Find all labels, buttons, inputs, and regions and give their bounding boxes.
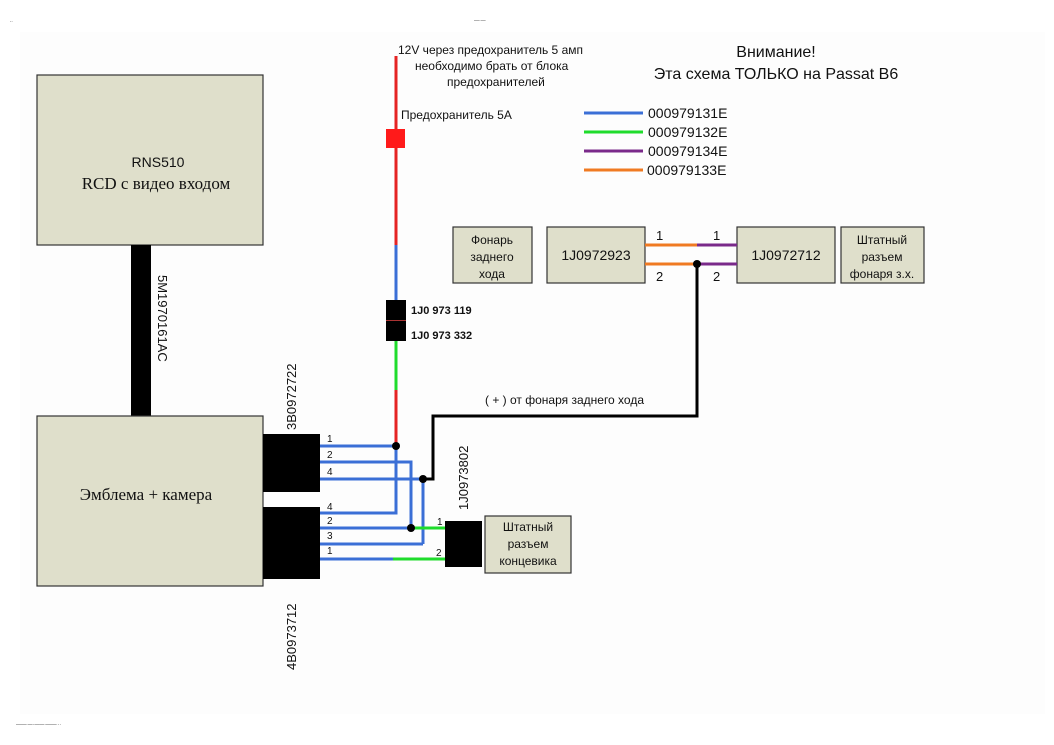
limit-switch-label-1: Штатный	[503, 520, 553, 534]
reverse-plus-label: ( + ) от фонаря заднего хода	[485, 393, 644, 407]
video-cable-label: 5M1970161AC	[155, 275, 170, 362]
switch-pin-1: 1	[437, 517, 443, 528]
head-unit-rns510: RNS510 RCD с видео входом	[36, 74, 264, 246]
harness-connector-box	[736, 226, 836, 284]
pin-bottom-4: 4	[327, 502, 333, 513]
camera-connector-bottom-label: 4B0973712	[284, 603, 299, 670]
notice-title: Внимание!	[736, 44, 815, 61]
connector-1j0973119	[386, 300, 406, 320]
harness-label-1: Штатный	[857, 233, 907, 247]
junction-lamp	[693, 260, 701, 268]
camera-connector-top-label: 3B0972722	[284, 363, 299, 430]
notice: Внимание! Эта схема ТОЛЬКО на Passat B6	[654, 44, 899, 83]
camera-label: Эмблема + камера	[80, 485, 213, 504]
switch-pin-2: 2	[436, 548, 442, 559]
connector-1j0973332	[386, 321, 406, 341]
power-note-line1: 12V через предохранитель 5 амп	[398, 43, 583, 57]
head-unit-description: RCD с видео входом	[82, 174, 231, 193]
power-note-line3: предохранителей	[447, 75, 545, 89]
pin-bottom-2: 2	[327, 516, 333, 527]
harness-label-2: разъем	[862, 250, 903, 264]
lamp-pin-right-2: 2	[713, 269, 720, 284]
camera-box	[36, 415, 264, 587]
pin-top-4: 4	[327, 467, 333, 478]
notice-subtitle: Эта схема ТОЛЬКО на Passat B6	[654, 66, 899, 83]
camera-emblem: Эмблема + камера	[36, 415, 264, 587]
lamp-pin-left-1: 1	[656, 228, 663, 243]
camera-connector-top	[263, 434, 320, 492]
power-note: 12V через предохранитель 5 амп необходим…	[398, 43, 583, 122]
reverse-lamp-box	[452, 226, 533, 284]
lamp-pin-right-1: 1	[713, 228, 720, 243]
limit-switch-connector-label: 1J0973802	[456, 446, 471, 510]
harness-label-3: фонаря з.х.	[850, 267, 914, 281]
connector-1j0973119-label: 1J0 973 119	[411, 305, 472, 317]
wire-legend: 000979131E 000979132E 000979134E 0009791…	[584, 105, 727, 178]
legend-label-blue: 000979131E	[648, 105, 727, 121]
reverse-lamp-label-3: хода	[479, 267, 505, 281]
video-cable	[131, 245, 151, 416]
legend-label-purple: 000979134E	[648, 143, 727, 159]
wire-reverse-plus	[423, 264, 699, 481]
harness-connector-label: 1J0972712	[751, 247, 821, 263]
lamp-connector-box	[546, 226, 646, 284]
limit-switch-box	[484, 515, 572, 574]
camera-connector-bottom	[263, 507, 320, 579]
power-note-line2: необходимо брать от блока	[415, 59, 569, 73]
wire-top-pin2	[320, 460, 413, 528]
pin-bottom-1: 1	[327, 546, 333, 557]
page-mark-top-center: —·—	[474, 18, 486, 24]
wire-bottom-pin4	[320, 446, 398, 515]
reverse-lamp-label-1: Фонарь	[471, 233, 513, 247]
page-mark-bottom-left: ——·—·——·——···	[16, 722, 61, 728]
fuse-5a	[386, 129, 405, 148]
pin-top-2: 2	[327, 450, 333, 461]
junction-switch	[407, 524, 415, 532]
harness-label-box	[840, 226, 925, 284]
connector-1j0973332-label: 1J0 973 332	[411, 330, 472, 342]
limit-switch-label-3: концевика	[499, 554, 557, 568]
lamp-connector-label: 1J0972923	[561, 247, 631, 263]
reverse-lamp-label-2: заднего	[470, 250, 514, 264]
pin-top-1: 1	[327, 434, 333, 445]
lamp-pin-left-2: 2	[656, 269, 663, 284]
fuse-label: Предохранитель 5А	[401, 108, 512, 122]
head-unit-box	[36, 74, 264, 246]
limit-switch-connector	[445, 521, 482, 567]
page-mark-top-left: ..	[10, 18, 13, 24]
pin-bottom-3: 3	[327, 531, 333, 542]
reverse-lamp: Фонарь заднего хода	[452, 226, 533, 284]
legend-label-green: 000979132E	[648, 124, 727, 140]
legend-label-orange: 000979133E	[647, 162, 726, 178]
head-unit-model: RNS510	[132, 154, 185, 170]
junction-power	[392, 442, 400, 450]
limit-switch-label-2: разъем	[508, 537, 549, 551]
